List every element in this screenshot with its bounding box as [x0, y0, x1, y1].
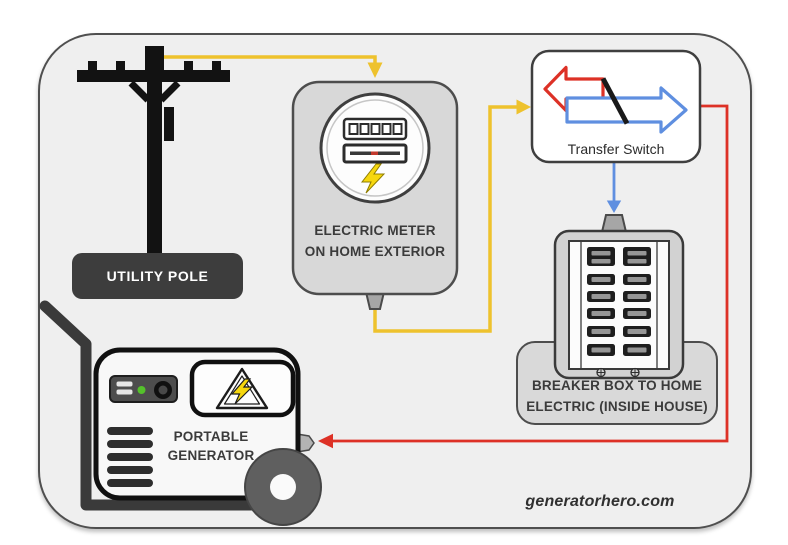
pole-transformer-icon [164, 107, 174, 141]
screw-icon [630, 367, 640, 378]
lightning-bolt-icon [230, 378, 254, 405]
generator-label-line1: PORTABLE [173, 429, 249, 444]
high-voltage-warning-icon [189, 359, 296, 418]
generator-vents-icon [107, 427, 153, 487]
arrowhead-right-icon [516, 99, 531, 115]
breaker-switches [587, 247, 651, 356]
wire-switch-to-breaker [606, 163, 622, 213]
portable-generator-icon [39, 300, 322, 526]
arrowhead-down-icon [367, 62, 383, 78]
meter-odometer-icon [342, 117, 408, 141]
breaker-top-connector [600, 214, 628, 233]
utility-pole-icon [77, 46, 230, 260]
wire-utility-to-meter [164, 55, 383, 78]
power-indicator-light [137, 386, 146, 394]
switch-lever-icon [600, 77, 630, 125]
wire-meter-to-switch [373, 99, 531, 333]
insulator-icon [184, 61, 193, 70]
breaker-box-icon [516, 214, 718, 425]
meter-label-line2: ON HOME EXTERIOR [304, 244, 446, 259]
transfer-switch-label: Transfer Switch [532, 140, 700, 158]
portable-generator-label: PORTABLE GENERATOR [146, 428, 276, 465]
lightning-bolt-icon [360, 163, 386, 194]
breaker-label-line2: ELECTRIC (INSIDE HOUSE) [526, 399, 708, 414]
screw-icon [596, 367, 606, 378]
insulator-icon [88, 61, 97, 70]
arrowhead-down-icon [606, 200, 622, 213]
insulator-icon [212, 61, 221, 70]
arrowhead-left-icon [318, 433, 333, 449]
transfer-switch-label-text: Transfer Switch [567, 141, 665, 157]
transfer-switch-icon [530, 49, 702, 164]
generator-control-panel [109, 375, 178, 403]
electric-meter-label: ELECTRIC METER ON HOME EXTERIOR [293, 220, 457, 262]
meter-label-line1: ELECTRIC METER [314, 223, 436, 238]
breaker-box-label: BREAKER BOX TO HOME ELECTRIC (INSIDE HOU… [517, 375, 717, 417]
meter-display-icon [342, 143, 408, 164]
generator-label-line2: GENERATOR [167, 447, 255, 463]
wire-switch-to-generator [318, 104, 729, 449]
blue-right-arrow-icon [565, 86, 688, 134]
insulator-icon [116, 61, 125, 70]
breaker-label-line1: BREAKER BOX TO HOME [531, 378, 703, 393]
utility-pole-label: UTILITY POLE [72, 253, 243, 299]
electric-meter-icon [291, 80, 459, 310]
utility-pole-label-text: UTILITY POLE [106, 268, 209, 284]
watermark-text: generatorhero.com [525, 493, 675, 510]
generator-handle-frame [39, 300, 264, 511]
